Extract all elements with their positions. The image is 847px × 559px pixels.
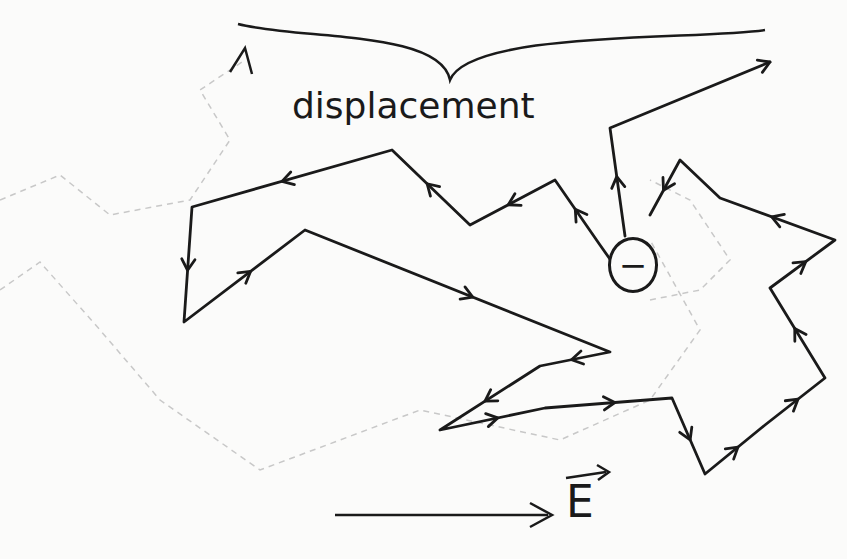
arrowhead (238, 271, 251, 283)
arrowhead (508, 194, 521, 206)
arrowhead (597, 465, 609, 480)
arrowhead (427, 184, 440, 196)
arrowhead (663, 177, 675, 190)
field-label: E (566, 478, 594, 526)
arrowhead (680, 427, 692, 440)
trajectory (184, 150, 835, 474)
charge-sign: − (619, 248, 648, 282)
brace-label: displacement (292, 86, 535, 126)
faint-path (0, 60, 245, 215)
arrowhead (793, 262, 806, 274)
arrowhead (182, 259, 195, 270)
arrowhead (486, 414, 498, 427)
arrowhead (460, 287, 473, 299)
field-arrow (335, 514, 548, 517)
arrowhead (772, 214, 785, 226)
arrowhead (282, 172, 294, 185)
arrowhead (612, 177, 625, 189)
arrowhead (575, 209, 587, 222)
arrowhead (757, 60, 770, 72)
electron-circle: − (608, 237, 659, 293)
trajectory (610, 62, 770, 236)
arrowhead (795, 329, 806, 342)
displacement-brace (238, 24, 765, 80)
arrowhead (725, 447, 738, 459)
arrowhead (785, 399, 798, 411)
arrowhead (230, 48, 252, 74)
arrowhead (530, 503, 552, 527)
arrowhead (572, 351, 584, 364)
arrowhead (603, 397, 614, 410)
arrowhead (485, 390, 498, 401)
